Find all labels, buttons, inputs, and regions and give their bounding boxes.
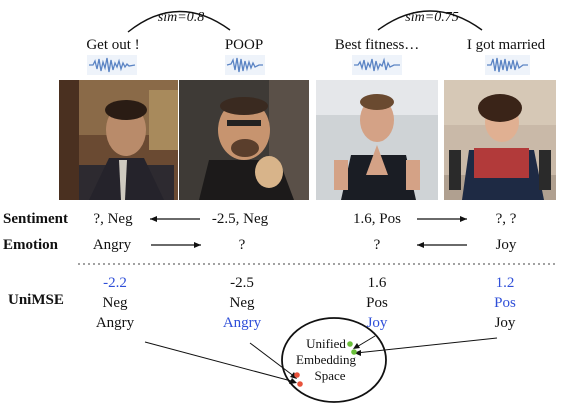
video-frame-1: [59, 80, 178, 200]
red-dot-1: [294, 372, 300, 378]
unimse-polarity-4: Pos: [494, 295, 516, 311]
emotion-cell-2: ?: [238, 237, 246, 253]
emotion-cell-3: ?: [373, 237, 381, 253]
audio-waveform-1: [87, 55, 137, 75]
unimse-polarity-1: Neg: [102, 295, 128, 311]
utterance-3: Best fitness…: [334, 37, 420, 53]
sim-label-left: sim=0.8: [157, 10, 205, 25]
video-frame-4: [444, 80, 556, 200]
unimse-polarity-3: Pos: [366, 295, 388, 311]
embed-line-2: [249, 342, 296, 378]
emotion-cell-1: Angry: [92, 237, 132, 253]
similarity-arc-left: [127, 10, 231, 33]
utterance-2: POOP: [224, 37, 264, 53]
unimse-emotion-4: Joy: [494, 315, 516, 331]
utterance-1: Get out !: [86, 37, 140, 53]
embedding-label-line-2: Embedding: [296, 352, 356, 367]
unimse-emotion-1: Angry: [95, 315, 135, 331]
green-dot-2: [351, 349, 357, 355]
video-frame-2: [179, 80, 309, 200]
unimse-score-1: -2.2: [103, 275, 127, 291]
video-frame-3: [316, 80, 438, 200]
sim-label-right: sim=0.75: [405, 10, 459, 25]
embed-line-1: [144, 341, 296, 383]
audio-waveform-3: [352, 55, 402, 75]
similarity-arc-right: [377, 10, 483, 31]
green-dot-1: [347, 341, 353, 347]
row-label-unimse: UniMSE: [8, 292, 64, 308]
unimse-emotion-2: Angry: [222, 315, 262, 331]
audio-waveform-4: [485, 55, 530, 75]
embedding-label-line-1: Unified: [306, 336, 346, 351]
embedding-label-line-3: Space: [314, 368, 346, 383]
unimse-score-3: 1.6: [367, 275, 387, 291]
sentiment-cell-2: -2.5, Neg: [211, 211, 269, 227]
utterance-4: I got married: [466, 37, 546, 53]
row-label-sentiment: Sentiment: [3, 211, 68, 227]
embedding-space-circle: [281, 317, 387, 403]
row-label-emotion: Emotion: [3, 237, 59, 253]
audio-waveform-2: [225, 55, 265, 75]
unimse-polarity-2: Neg: [229, 295, 255, 311]
emotion-cell-4: Joy: [495, 237, 517, 253]
sentiment-cell-3: 1.6, Pos: [353, 211, 401, 227]
unimse-emotion-3: Joy: [366, 315, 388, 331]
red-dot-2: [297, 381, 303, 387]
unimse-score-2: -2.5: [230, 275, 254, 291]
sentiment-cell-1: ?, Neg: [93, 211, 133, 227]
unimse-score-4: 1.2: [495, 275, 515, 291]
sentiment-cell-4: ?, ?: [495, 211, 517, 227]
embed-line-4: [355, 337, 498, 354]
